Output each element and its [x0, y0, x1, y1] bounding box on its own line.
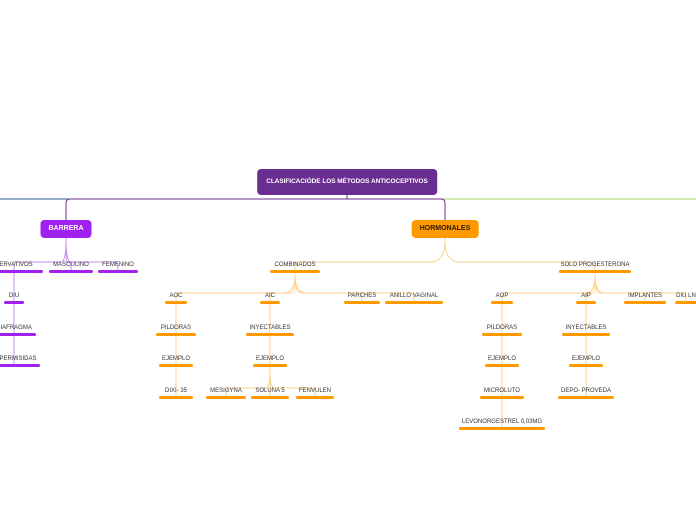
- node-aic-inyectables[interactable]: INYECTABLES: [249, 325, 291, 331]
- node-parches-underline: [344, 301, 380, 304]
- node-aip-inyectables-underline: [562, 333, 610, 336]
- node-diafragma-underline: [0, 333, 36, 336]
- node-femenino[interactable]: FEMENINO: [102, 262, 134, 268]
- node-aoc[interactable]: AOC: [169, 293, 183, 299]
- node-levonorgestrel-underline: [459, 427, 545, 430]
- node-masculino[interactable]: MASCULINO: [53, 262, 89, 268]
- node-diu-ln[interactable]: DIU LN: [676, 293, 696, 299]
- node-diafragma[interactable]: DIAFRAGMA: [0, 325, 32, 331]
- root-node[interactable]: CLASIFICACIÓDE LOS MÉTODOS ANTICOCEPTIVO…: [257, 169, 437, 195]
- node-fenvulen-underline: [296, 396, 334, 399]
- root-label: CLASIFICACIÓDE LOS MÉTODOS ANTICOCEPTIVO…: [266, 178, 428, 185]
- root-to-hormonales: [347, 198, 446, 220]
- node-aic-inyectables-underline: [246, 333, 294, 336]
- node-implantes[interactable]: IMPLANTES: [627, 293, 663, 299]
- node-aop-pildoras[interactable]: PILDORAS: [486, 325, 518, 331]
- node-parches[interactable]: PARCHES: [347, 293, 377, 299]
- node-anillo-vaginal-underline: [385, 301, 443, 304]
- node-fenvulen[interactable]: FENVULEN: [298, 388, 332, 394]
- node-aic-ejemplo[interactable]: EJEMPLO: [255, 356, 285, 362]
- node-mesigyna-underline: [206, 396, 246, 399]
- node-masculino-underline: [49, 270, 93, 273]
- node-soluna-5-underline: [251, 396, 289, 399]
- node-microluto[interactable]: MICROLUTO: [484, 388, 520, 394]
- node-aoc-ejemplo-underline: [159, 364, 193, 367]
- node-aip-ejemplo-underline: [569, 364, 603, 367]
- node-aoc-ejemplo[interactable]: EJEMPLO: [161, 356, 191, 362]
- connector-line: [175, 273, 296, 301]
- connector-line: [269, 367, 316, 396]
- node-aic-underline: [260, 301, 280, 304]
- node-aop-ejemplo-underline: [485, 364, 519, 367]
- node-aic[interactable]: AIC: [264, 293, 276, 299]
- node-espermisidas[interactable]: ESPERMISIDAS: [0, 356, 37, 362]
- connector-line: [65, 238, 119, 270]
- node-aip-inyectables[interactable]: INYECTABLES: [565, 325, 607, 331]
- barrera-label: BARRERA: [48, 225, 84, 232]
- node-aoc-underline: [165, 301, 187, 304]
- node-aip[interactable]: AIP: [581, 293, 591, 299]
- node-aip-underline: [576, 301, 596, 304]
- node-combinados[interactable]: COMBINADOS: [274, 262, 316, 268]
- node-aop-ejemplo[interactable]: EJEMPLO: [487, 356, 517, 362]
- node-diu-ln-underline: [675, 301, 696, 304]
- root-to-barrera: [65, 195, 348, 220]
- node-implantes-underline: [624, 301, 666, 304]
- node-aop-pildoras-underline: [482, 333, 522, 336]
- node-dixi-35-underline: [159, 396, 193, 399]
- node-aic-ejemplo-underline: [253, 364, 287, 367]
- node-levonorgestrel[interactable]: LEVONORGESTREL 0,03MG: [461, 419, 543, 425]
- node-mesigyna[interactable]: MESIGYNA: [210, 388, 242, 394]
- node-solo-progesterona-underline: [559, 270, 631, 273]
- node-solo-progesterona[interactable]: SOLO PROGESTERONA: [560, 262, 630, 268]
- node-aoc-pildoras[interactable]: PILDORAS: [160, 325, 192, 331]
- node-aoc-pildoras-underline: [156, 333, 196, 336]
- node-soluna-5[interactable]: SOLUNA 5: [255, 388, 285, 394]
- node-depo-proveda-underline: [558, 396, 614, 399]
- node-depo-proveda[interactable]: DEPO- PROVEDA: [560, 388, 612, 394]
- node-espermisidas-underline: [0, 364, 40, 367]
- connector-line: [294, 273, 415, 301]
- node-aip-ejemplo[interactable]: EJEMPLO: [571, 356, 601, 362]
- connector-line: [594, 273, 687, 301]
- node-diu-underline: [4, 301, 24, 304]
- node-dixi-35[interactable]: DIXI- 35: [164, 388, 188, 394]
- hormonales-label: HORMONALES: [419, 225, 471, 232]
- node-anillo-vaginal[interactable]: ANILLO VAGINAL: [389, 293, 439, 299]
- connector-line: [444, 238, 596, 270]
- node-preservativos-underline: [0, 270, 43, 273]
- node-diu[interactable]: DIU: [8, 293, 20, 299]
- node-aop-underline: [491, 301, 513, 304]
- node-microluto-underline: [480, 396, 524, 399]
- node-aop[interactable]: AOP: [495, 293, 509, 299]
- connector-line: [294, 238, 446, 270]
- hormonales-node[interactable]: HORMONALES: [411, 220, 479, 238]
- node-combinados-underline: [270, 270, 320, 273]
- node-femenino-underline: [98, 270, 138, 273]
- barrera-node[interactable]: BARRERA: [40, 220, 92, 238]
